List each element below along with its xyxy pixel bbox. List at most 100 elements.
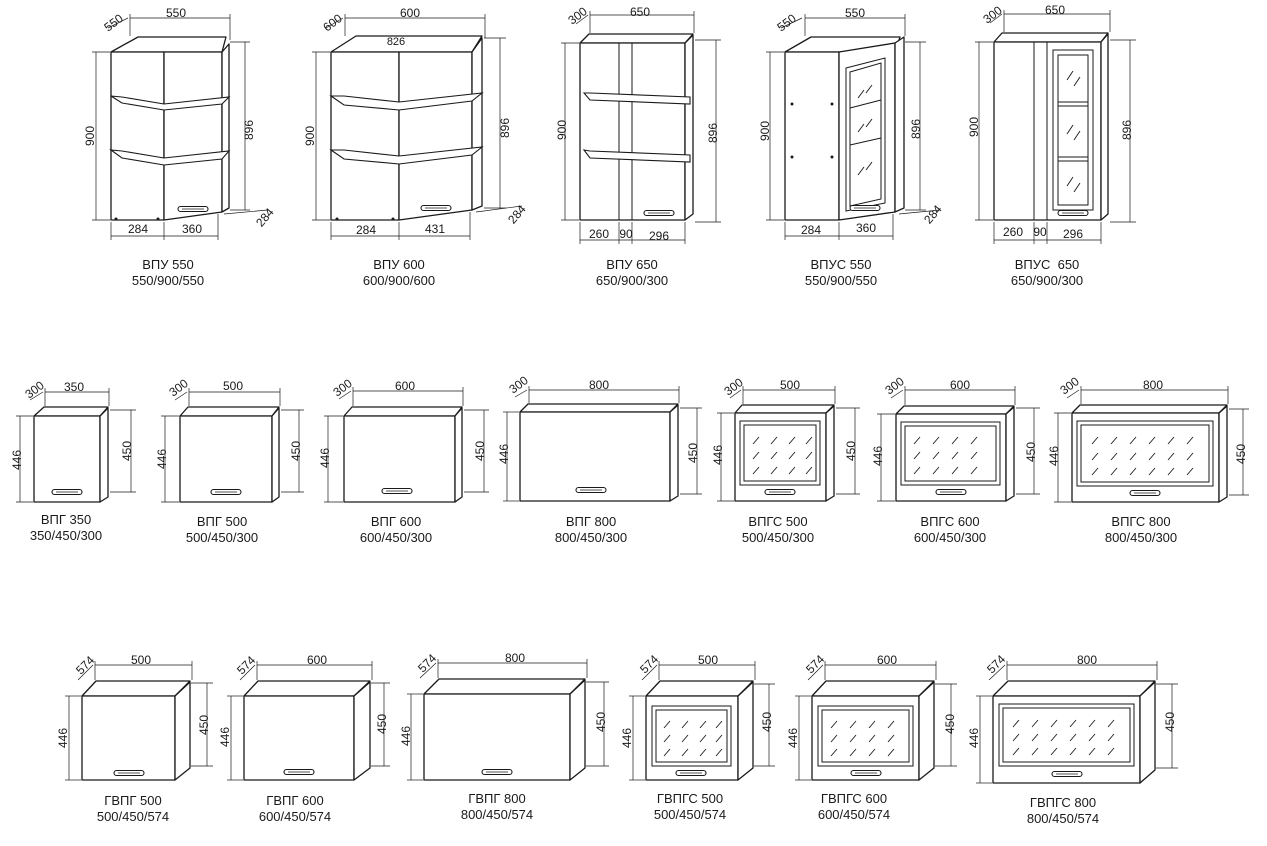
model-size: 800/450/574: [460, 807, 534, 822]
svg-text:896: 896: [1120, 120, 1134, 140]
glass-hatching: [663, 720, 723, 757]
svg-text:900: 900: [83, 126, 97, 146]
model-name: ГВПГ 600: [266, 793, 324, 808]
svg-text:284: 284: [921, 202, 945, 227]
model-size: 600/450/574: [817, 807, 891, 822]
caption-gvpgs-500: ГВПГС 500 500/450/574: [654, 791, 726, 823]
cabinet-gvpgs-600: [795, 661, 957, 781]
caption-vpgs-800: ВПГС 800 800/450/300: [1105, 514, 1177, 546]
svg-text:450: 450: [760, 712, 774, 732]
svg-text:446: 446: [218, 727, 232, 747]
model-name: ГВПГС 800: [1029, 795, 1097, 810]
svg-text:900: 900: [303, 126, 317, 146]
model-name: ВПУ 650: [606, 257, 658, 272]
svg-text:446: 446: [1047, 446, 1061, 466]
svg-text:360: 360: [182, 222, 202, 236]
model-name: ВПГ 500: [196, 514, 248, 529]
svg-text:600: 600: [877, 653, 897, 667]
caption-vpus-650: ВПУС 650 650/900/300: [1011, 257, 1083, 289]
svg-text:600: 600: [320, 11, 345, 34]
caption-vpgs-500: ВПГС 500 500/450/300: [742, 514, 814, 546]
svg-text:446: 446: [10, 450, 24, 470]
model-name: ГВПГС 500: [656, 791, 724, 806]
dims-vpus-550: 550 550 900 896 284 360 284: [758, 6, 945, 237]
svg-text:600: 600: [400, 6, 420, 20]
caption-gvpg-800: ГВПГ 800 800/450/574: [461, 791, 533, 823]
caption-vpu-550: ВПУ 550 550/900/550: [132, 257, 204, 289]
model-name: ВПГ 350: [40, 512, 92, 527]
model-size: 600/450/300: [913, 530, 987, 545]
svg-text:600: 600: [950, 378, 970, 392]
svg-text:90: 90: [1033, 225, 1047, 239]
model-name: ВПГС 500: [748, 514, 808, 529]
model-name: ГВПГС 600: [820, 791, 888, 806]
svg-text:896: 896: [498, 118, 512, 138]
cabinet-vpus-650: [975, 10, 1136, 244]
svg-text:600: 600: [307, 653, 327, 667]
svg-text:550: 550: [774, 11, 799, 34]
model-name: ВПУС 650: [1014, 257, 1080, 272]
caption-gvpgs-600: ГВПГС 600 600/450/574: [818, 791, 890, 823]
cabinet-vpgs-800: [1054, 386, 1249, 503]
model-name: ВПУС 550: [810, 257, 872, 272]
svg-text:260: 260: [589, 227, 609, 241]
model-size: 800/450/300: [1104, 530, 1178, 545]
model-name: ВПУ 600: [373, 257, 425, 272]
svg-text:896: 896: [909, 119, 923, 139]
svg-text:800: 800: [1143, 378, 1163, 392]
model-size: 600/450/574: [258, 809, 332, 824]
model-size: 650/900/300: [1010, 273, 1084, 288]
svg-text:500: 500: [223, 379, 243, 393]
svg-text:446: 446: [711, 445, 725, 465]
svg-text:300: 300: [882, 374, 907, 397]
cabinet-vpg-600: [324, 387, 489, 503]
svg-text:650: 650: [630, 5, 650, 19]
caption-vpgs-600: ВПГС 600 600/450/300: [914, 514, 986, 546]
cabinet-gvpg-800: [407, 659, 609, 781]
caption-vpg-600: ВПГ 600 600/450/300: [360, 514, 432, 546]
svg-text:446: 446: [318, 448, 332, 468]
svg-text:574: 574: [73, 653, 97, 677]
cabinet-vpg-800: [503, 386, 702, 502]
cabinet-vpgs-600: [877, 386, 1040, 502]
svg-text:896: 896: [706, 123, 720, 143]
svg-text:650: 650: [1045, 3, 1065, 17]
svg-text:574: 574: [803, 652, 827, 676]
svg-text:300: 300: [506, 373, 531, 396]
svg-text:800: 800: [1077, 653, 1097, 667]
svg-text:574: 574: [637, 652, 661, 676]
svg-text:300: 300: [330, 376, 355, 399]
svg-text:574: 574: [415, 651, 439, 675]
dims-vpgs-500: 500 300 446 450: [711, 375, 858, 465]
svg-text:900: 900: [758, 121, 772, 141]
svg-text:284: 284: [253, 205, 277, 230]
svg-text:431: 431: [425, 222, 445, 236]
svg-text:284: 284: [505, 202, 529, 227]
svg-text:450: 450: [1163, 712, 1177, 732]
svg-text:360: 360: [856, 221, 876, 235]
svg-text:574: 574: [984, 652, 1008, 676]
model-name: ГВПГ 500: [104, 793, 162, 808]
cabinet-vpu-650: [561, 11, 721, 244]
svg-text:450: 450: [375, 714, 389, 734]
model-size: 350/450/300: [29, 528, 103, 543]
svg-text:450: 450: [686, 443, 700, 463]
caption-vpu-650: ВПУ 650 650/900/300: [596, 257, 668, 289]
cabinet-gvpgs-800: [976, 661, 1178, 784]
model-size: 800/450/574: [1026, 811, 1100, 826]
svg-text:800: 800: [505, 651, 525, 665]
svg-text:300: 300: [980, 3, 1005, 26]
svg-text:284: 284: [128, 222, 148, 236]
svg-text:450: 450: [289, 441, 303, 461]
svg-text:450: 450: [1234, 444, 1248, 464]
model-name: ВПГС 800: [1111, 514, 1171, 529]
cabinet-vpus-550: [766, 14, 941, 240]
svg-text:900: 900: [967, 117, 981, 137]
caption-gvpg-600: ГВПГ 600 600/450/574: [259, 793, 331, 825]
cabinet-vpu-600: [312, 14, 523, 240]
model-size: 550/900/550: [131, 273, 205, 288]
svg-text:450: 450: [120, 441, 134, 461]
svg-text:826: 826: [387, 36, 405, 48]
cabinet-vpgs-500: [717, 386, 860, 502]
